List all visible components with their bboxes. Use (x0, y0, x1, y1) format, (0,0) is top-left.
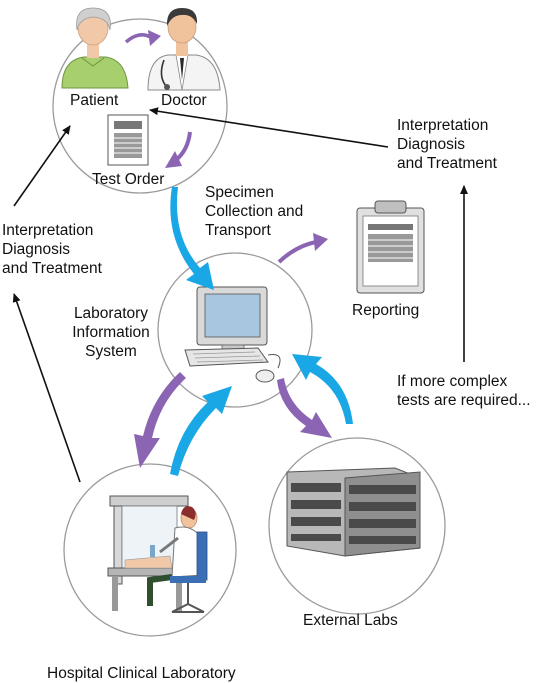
lis-line-1: Laboratory (73, 305, 149, 322)
patient-label: Patient (70, 92, 119, 109)
external-labs-to-lis-arrow (292, 354, 353, 424)
patient-to-doctor-arrowhead (148, 30, 161, 46)
lab-technician-icon (107, 495, 208, 613)
interp-left-line-3: and Treatment (2, 260, 102, 277)
interp-left-line-2: Diagnosis (2, 241, 71, 258)
clipboard-report-icon (356, 200, 425, 294)
computer-icon (184, 286, 281, 383)
hospital-lab-label: Hospital Clinical Laboratory (47, 665, 236, 682)
hospital-lab-upward-line (12, 293, 81, 483)
external-labs-label: External Labs (303, 612, 398, 629)
complex-line-2: tests are required... (397, 392, 531, 409)
interp-right-line-1: Interpretation (397, 117, 489, 134)
patient-figure-icon (61, 7, 129, 89)
interp-right-line-2: Diagnosis (397, 136, 466, 153)
to-patient-arrow-left (13, 125, 71, 207)
interp-left-line-1: Interpretation (2, 222, 94, 239)
lis-label: Laboratory Information System (62, 304, 160, 361)
lis-to-hospital-lab-arrow (134, 372, 186, 468)
lis-to-reporting-arrow (277, 240, 317, 264)
test-order-to-lis-arrow (170, 187, 214, 290)
doctor-label: Doctor (161, 92, 207, 109)
office-building-icon (286, 467, 421, 557)
lis-line-2: Information (72, 324, 150, 341)
doctor-to-test-order-arrowhead (165, 151, 182, 168)
specimen-line-1: Specimen (205, 184, 274, 201)
to-patient-arrow-right (149, 107, 389, 148)
complex-line-1: If more complex (397, 373, 508, 390)
interpretation-right-label: Interpretation Diagnosis and Treatment (397, 116, 497, 173)
lis-to-reporting-arrowhead (313, 233, 328, 251)
reporting-label: Reporting (352, 302, 420, 319)
test-order-label: Test Order (92, 171, 165, 188)
complex-tests-label: If more complex tests are required... (397, 372, 531, 410)
hospital-lab-to-lis-arrow (170, 386, 232, 476)
interpretation-left-label: Interpretation Diagnosis and Treatment (2, 221, 102, 278)
specimen-label: Specimen Collection and Transport (205, 183, 303, 240)
test-order-document-icon (107, 114, 149, 166)
specimen-line-3: Transport (205, 222, 271, 239)
lis-to-external-labs-arrow (277, 378, 332, 438)
lis-line-3: System (85, 343, 137, 360)
interp-right-line-3: and Treatment (397, 155, 497, 172)
specimen-line-2: Collection and (205, 203, 304, 220)
doctor-figure-icon (147, 8, 221, 91)
